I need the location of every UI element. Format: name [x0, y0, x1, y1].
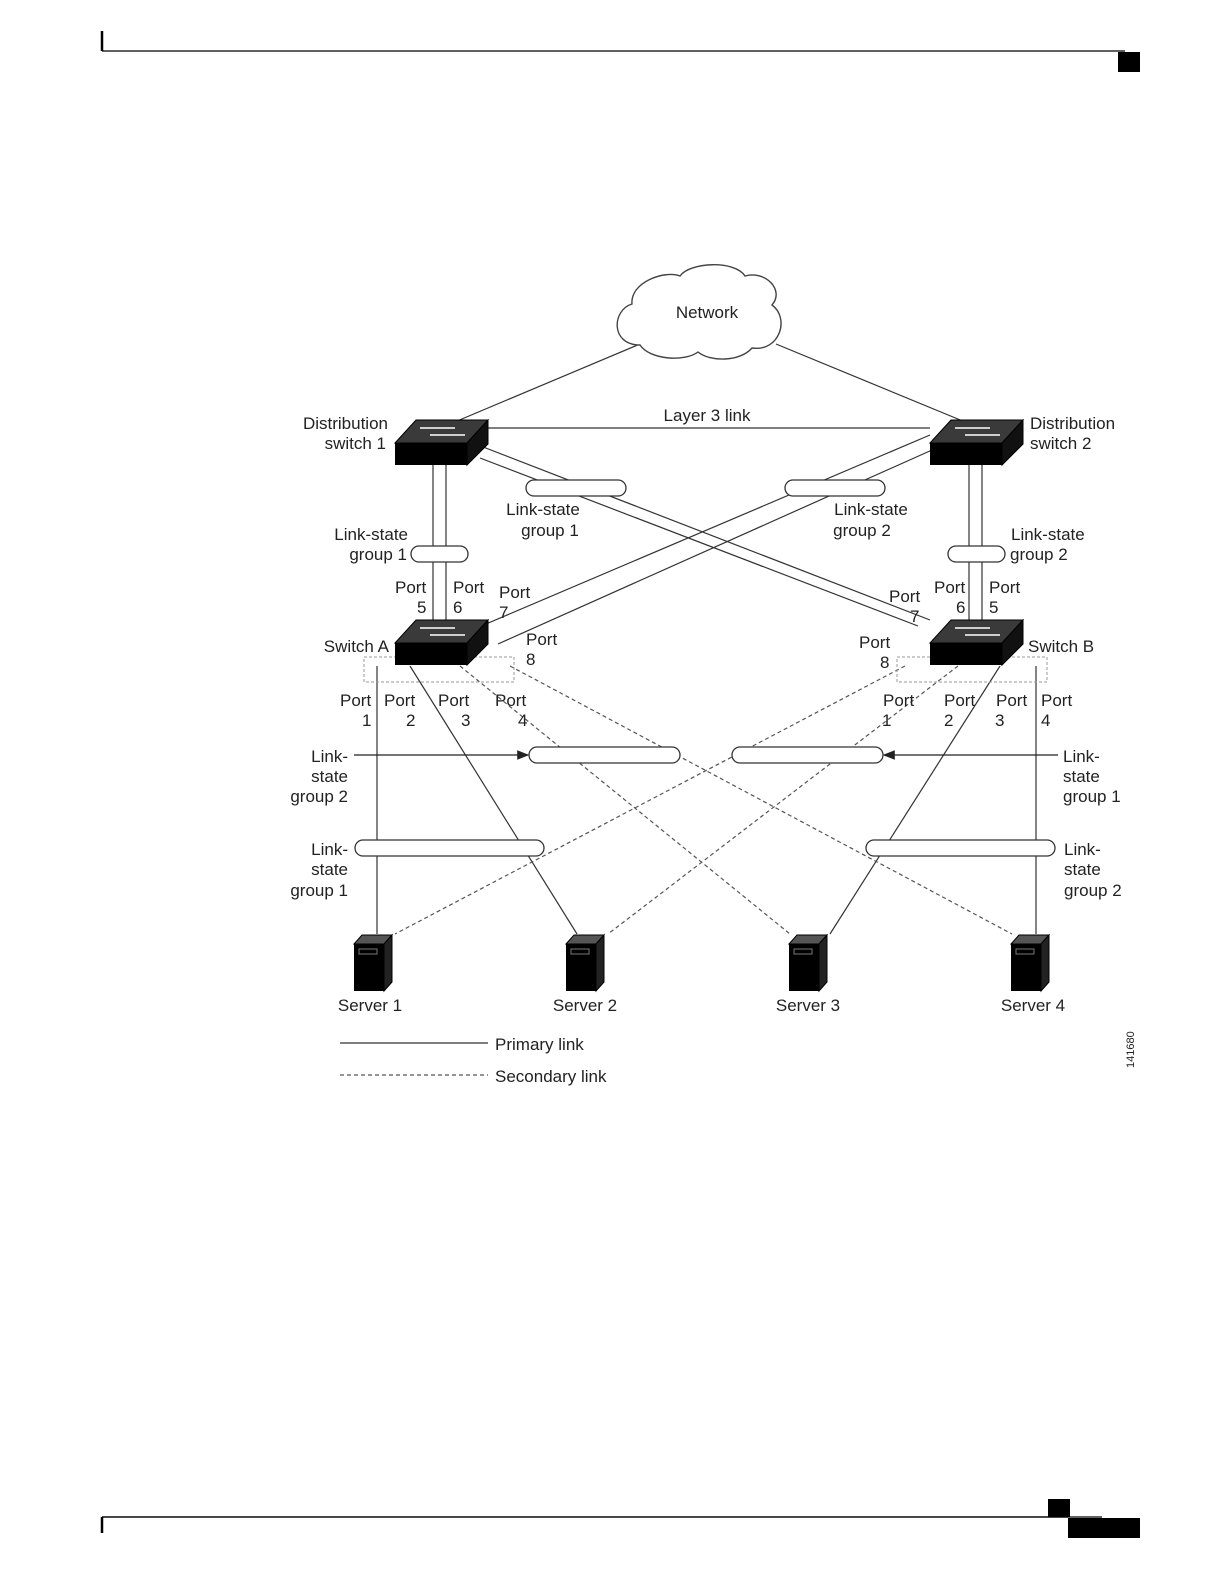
switch-a-uplink-port-labels: Port 5 Port 6 Port 7 Port 8: [395, 578, 557, 669]
page-header-rule: [100, 31, 1140, 72]
lsg1-mid-line1: Link-state: [506, 500, 580, 519]
distribution-switch-1-icon: [393, 418, 490, 467]
svg-text:Port: Port: [384, 691, 415, 710]
lsg2-mid-line1: Link-state: [834, 500, 908, 519]
lsg1-upper-left-line1: Link-state: [334, 525, 408, 544]
switch-b-icon: [928, 618, 1025, 667]
switch-a-label: Switch A: [324, 637, 390, 656]
lsg2-upper-right-line1: Link-state: [1011, 525, 1085, 544]
svg-text:group 2: group 2: [1064, 881, 1122, 900]
svg-text:8: 8: [526, 650, 535, 669]
layer3-link-label: Layer 3 link: [664, 406, 751, 425]
svg-text:Link-: Link-: [1063, 747, 1100, 766]
svg-text:2: 2: [944, 711, 953, 730]
svg-text:Port: Port: [889, 587, 920, 606]
legend-secondary-label: Secondary link: [495, 1067, 607, 1086]
lsg2-lower-right-label: Link- state group 2: [1064, 840, 1122, 900]
switch-b-uplink-port-labels: Port 7 Port 6 Port 5 Port 8: [859, 578, 1020, 672]
svg-text:5: 5: [417, 598, 426, 617]
lsg2-mid-line2: group 2: [833, 521, 891, 540]
svg-text:1: 1: [362, 711, 371, 730]
dist1-label-line2: switch 1: [325, 434, 386, 453]
svg-text:6: 6: [956, 598, 965, 617]
svg-text:Port: Port: [989, 578, 1020, 597]
distribution-to-access-links: [432, 434, 983, 645]
network-uplinks: [449, 343, 971, 425]
svg-text:5: 5: [989, 598, 998, 617]
link-state-group-ovals: [354, 479, 1056, 857]
server-4-icon: [1009, 933, 1051, 993]
svg-text:8: 8: [880, 653, 889, 672]
svg-text:Port: Port: [1041, 691, 1072, 710]
svg-text:Port: Port: [438, 691, 469, 710]
server-3-icon: [787, 933, 829, 993]
svg-text:state: state: [311, 767, 348, 786]
server-secondary-links: [394, 665, 1013, 935]
legend: Primary link Secondary link: [340, 1035, 607, 1086]
svg-text:Port: Port: [395, 578, 426, 597]
svg-text:Port: Port: [453, 578, 484, 597]
svg-text:7: 7: [910, 607, 919, 626]
server-1-label: Server 1: [338, 996, 402, 1015]
server-4-label: Server 4: [1001, 996, 1065, 1015]
svg-text:state: state: [311, 860, 348, 879]
page-footer-rule: [100, 1499, 1140, 1538]
legend-primary-label: Primary link: [495, 1035, 584, 1054]
svg-text:Port: Port: [859, 633, 890, 652]
network-label: Network: [676, 303, 739, 322]
svg-text:1: 1: [882, 711, 891, 730]
lsg2-lower-left-label: Link- state group 2: [290, 747, 348, 806]
svg-text:group 1: group 1: [1063, 787, 1121, 806]
lsg1-upper-left-line2: group 1: [349, 545, 407, 564]
dist2-label-line1: Distribution: [1030, 414, 1115, 433]
svg-text:4: 4: [518, 711, 527, 730]
svg-text:4: 4: [1041, 711, 1050, 730]
server-2-icon: [564, 933, 606, 993]
svg-text:6: 6: [453, 598, 462, 617]
svg-text:2: 2: [406, 711, 415, 730]
dist1-label-line1: Distribution: [303, 414, 388, 433]
svg-text:state: state: [1063, 767, 1100, 786]
svg-text:group 2: group 2: [290, 787, 348, 806]
switch-b-downlink-port-labels: Port 1 Port 2 Port 3 Port 4: [882, 691, 1072, 730]
svg-text:group 1: group 1: [290, 881, 348, 900]
lsg1-lower-left-label: Link- state group 1: [290, 840, 348, 900]
svg-text:7: 7: [499, 603, 508, 622]
svg-text:Link-: Link-: [311, 747, 348, 766]
svg-text:Port: Port: [499, 583, 530, 602]
svg-text:Port: Port: [526, 630, 557, 649]
svg-text:3: 3: [995, 711, 1004, 730]
svg-text:Port: Port: [495, 691, 526, 710]
distribution-switch-2-icon: [928, 418, 1025, 467]
svg-text:state: state: [1064, 860, 1101, 879]
switch-a-icon: [393, 618, 490, 667]
lsg1-mid-line2: group 1: [521, 521, 579, 540]
switch-b-label: Switch B: [1028, 637, 1094, 656]
svg-text:Link-: Link-: [1064, 840, 1101, 859]
svg-text:Port: Port: [934, 578, 965, 597]
server-3-label: Server 3: [776, 996, 840, 1015]
dist2-label-line2: switch 2: [1030, 434, 1091, 453]
lsg1-lower-right-label: Link- state group 1: [1063, 747, 1121, 806]
server-primary-links: [376, 665, 1037, 935]
lsg2-upper-right-line2: group 2: [1010, 545, 1068, 564]
network-cloud-icon: [616, 264, 782, 360]
switch-a-downlink-port-labels: Port 1 Port 2 Port 3 Port 4: [340, 691, 527, 730]
server-2-label: Server 2: [553, 996, 617, 1015]
svg-text:Port: Port: [944, 691, 975, 710]
svg-text:3: 3: [461, 711, 470, 730]
figure-id: 141680: [1125, 1031, 1137, 1068]
svg-text:Port: Port: [996, 691, 1027, 710]
svg-text:Link-: Link-: [311, 840, 348, 859]
svg-text:Port: Port: [340, 691, 371, 710]
server-1-icon: [352, 933, 394, 993]
svg-text:Port: Port: [883, 691, 914, 710]
